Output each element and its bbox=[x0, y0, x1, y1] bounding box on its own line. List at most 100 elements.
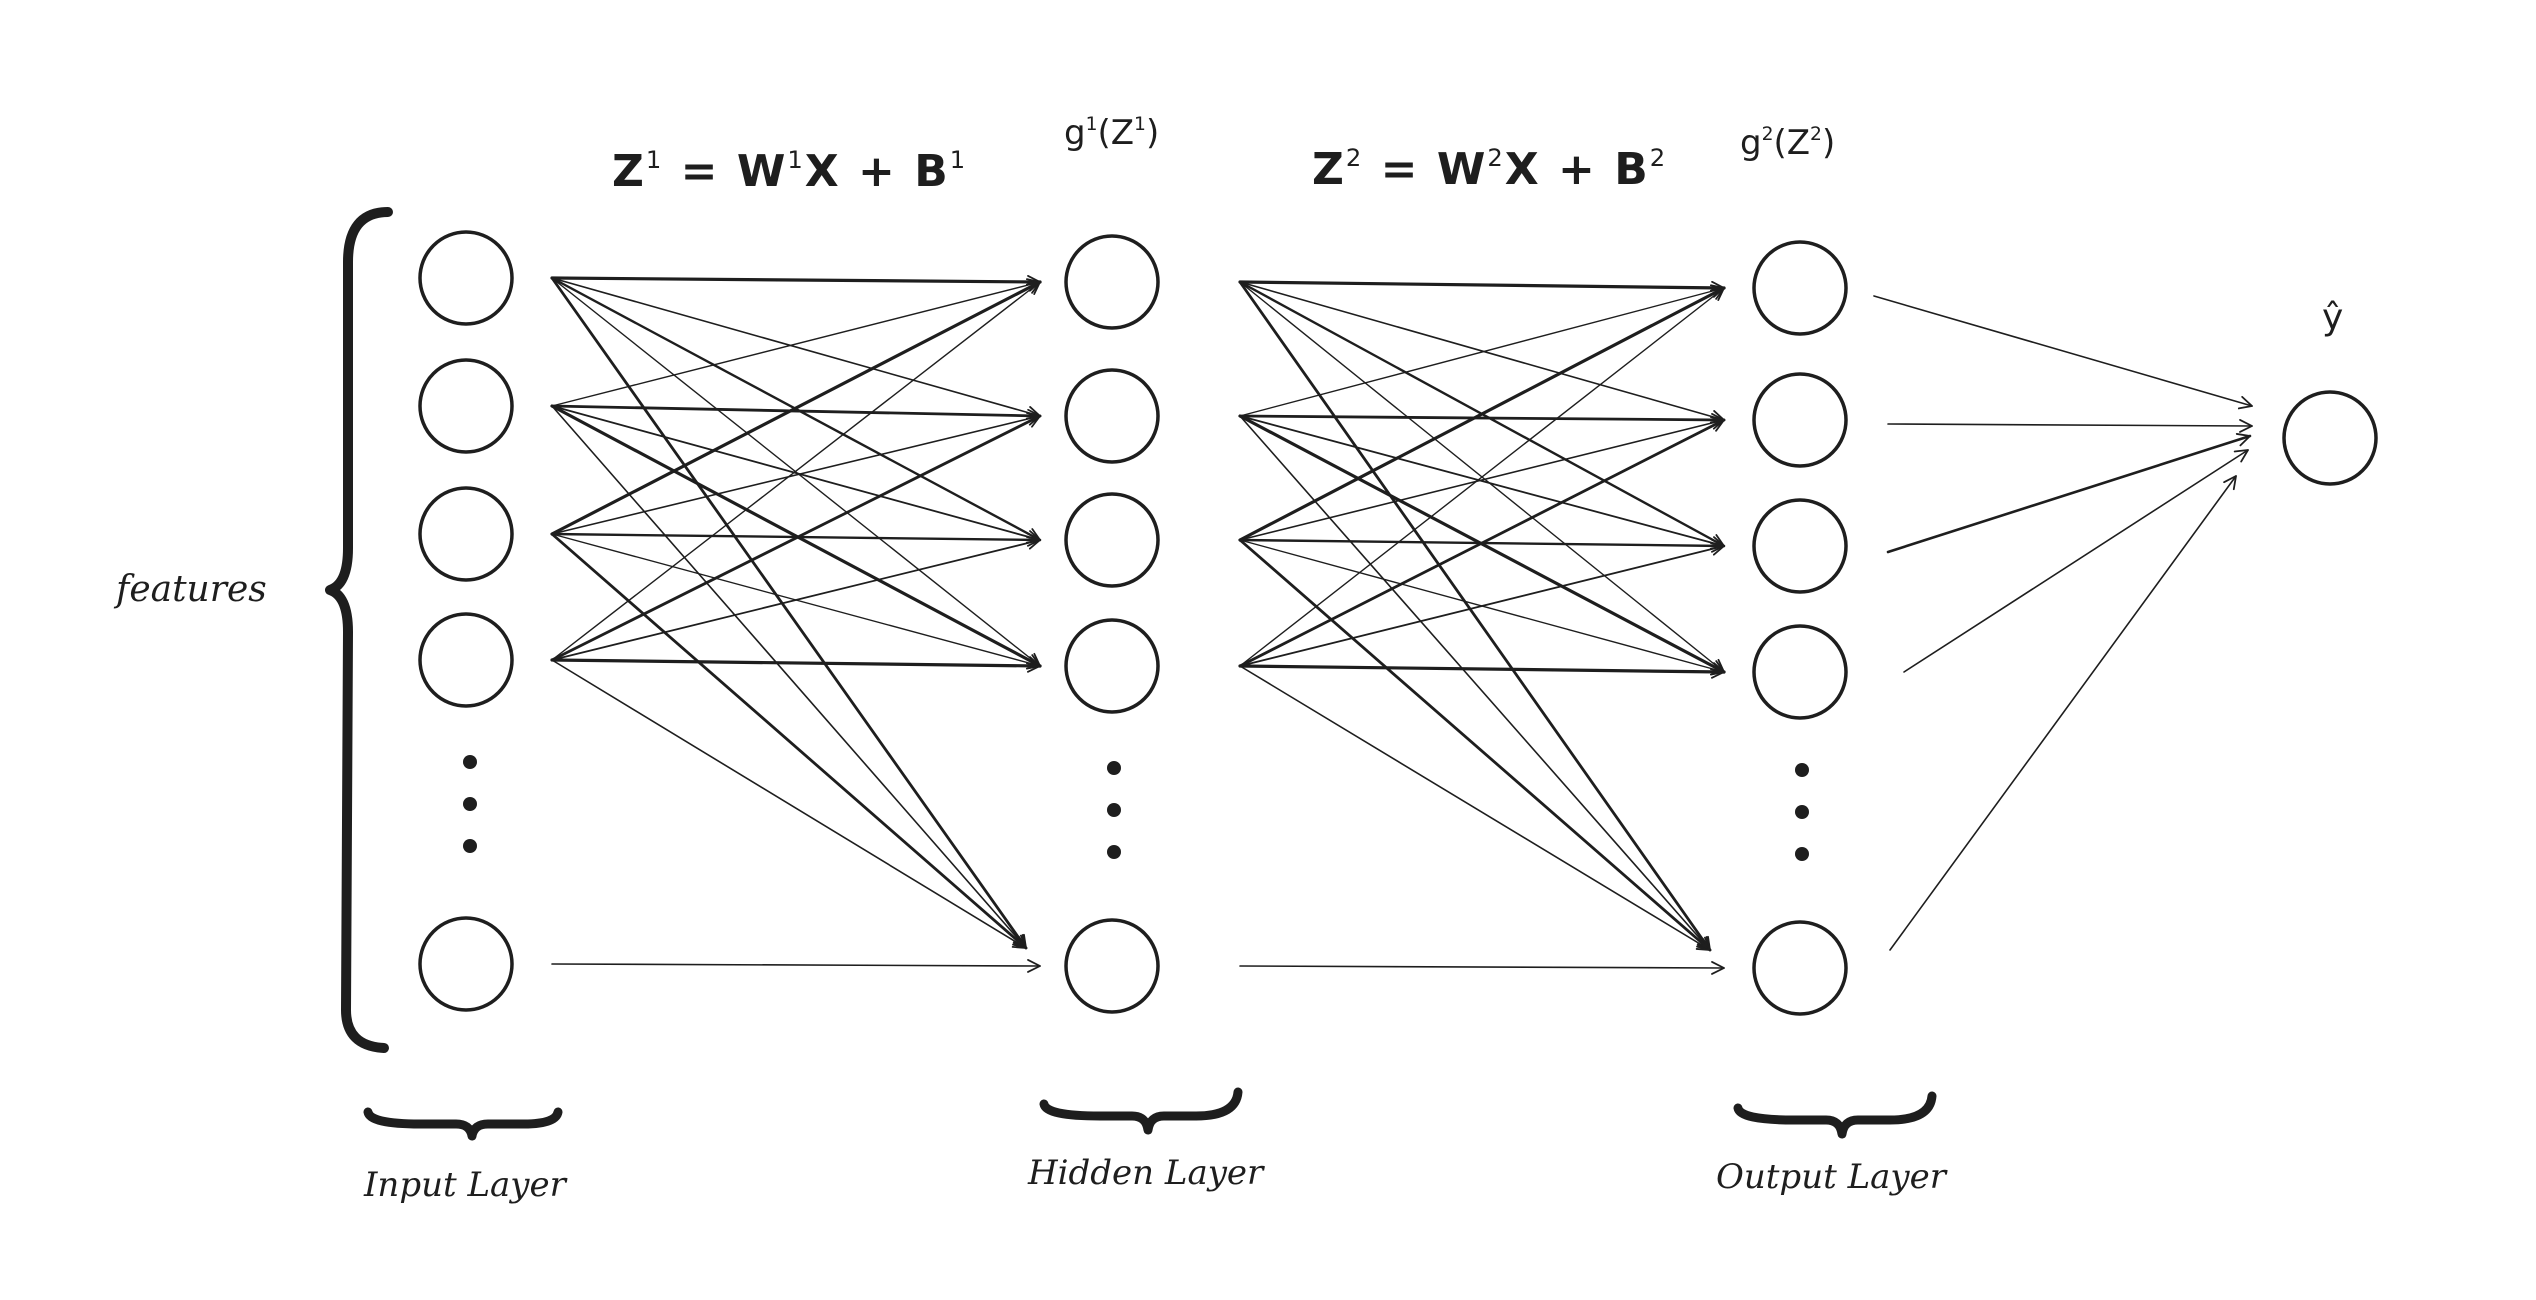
output-prediction-arrow-1 bbox=[1873, 295, 2253, 410]
eq1-b-sup: 1 bbox=[949, 145, 968, 174]
input-hidden-arrow-3-5 bbox=[550, 532, 1028, 950]
act1-z-sup: 1 bbox=[1134, 113, 1146, 135]
input-node-1 bbox=[418, 230, 514, 326]
input-hidden-arrow-3-1 bbox=[550, 280, 1042, 536]
hidden-node-4 bbox=[1064, 618, 1160, 714]
output-prediction-arrow-4 bbox=[1903, 449, 2249, 673]
input-node-4 bbox=[418, 612, 514, 708]
hidden-output-arrow-4-1 bbox=[1239, 287, 1725, 667]
hidden-output-arrow-2-2 bbox=[1238, 413, 1726, 427]
hidden-layer-label: Hidden Layer bbox=[1028, 1153, 1264, 1193]
eq2-b: B bbox=[1614, 144, 1650, 195]
output-layer-label: Output Layer bbox=[1716, 1157, 1946, 1197]
hidden-output-arrow-3-2 bbox=[1239, 416, 1725, 541]
features-label: features bbox=[116, 569, 267, 610]
hidden-output-arrow-3-5 bbox=[1238, 538, 1712, 952]
eq1-z-sup: 1 bbox=[645, 145, 664, 174]
output-node-2 bbox=[1752, 372, 1848, 468]
hidden-output-arrow-3-1 bbox=[1238, 286, 1726, 542]
input-node-2 bbox=[418, 358, 514, 454]
hidden-node-3 bbox=[1064, 492, 1160, 588]
input-hidden-arrow-2-3 bbox=[551, 405, 1041, 544]
eq2-x-plus: X + bbox=[1504, 144, 1615, 195]
hidden-output-arrow-2-5 bbox=[1239, 415, 1711, 951]
act1-g-sup: 1 bbox=[1085, 113, 1098, 135]
input-ellipsis-dot-1 bbox=[463, 755, 477, 769]
output-node-3 bbox=[1752, 498, 1848, 594]
eq1-w-sup: 1 bbox=[787, 145, 805, 174]
output-node-4 bbox=[1752, 624, 1848, 720]
hidden-output-arrow-4-5 bbox=[1239, 665, 1711, 951]
eq1-w: W bbox=[736, 146, 788, 197]
network-nodes bbox=[418, 230, 2378, 1016]
eq1-b: B bbox=[914, 146, 950, 197]
hidden-output-arrow-2-3 bbox=[1239, 415, 1725, 550]
act2-g-sup: 2 bbox=[1761, 123, 1774, 145]
prediction-label: ŷ bbox=[2322, 297, 2344, 338]
input-hidden-arrow-4-3 bbox=[551, 536, 1041, 661]
input-hidden-arrow-3-2 bbox=[551, 412, 1041, 535]
eq2-equals: = bbox=[1363, 144, 1437, 195]
input-hidden-arrow-4-5 bbox=[551, 659, 1027, 949]
hidden-output-arrow-1-2 bbox=[1239, 281, 1725, 424]
output-prediction-arrow-5 bbox=[1889, 475, 2237, 951]
act2-g: g bbox=[1740, 123, 1762, 163]
hidden-output-arrow-5-5 bbox=[1239, 961, 1725, 975]
act2-close: ) bbox=[1821, 123, 1836, 163]
output-layer-brace bbox=[1733, 1091, 1937, 1139]
hidden-output-arrow-1-1 bbox=[1238, 280, 1726, 295]
output-ellipsis-dot-3 bbox=[1795, 847, 1809, 861]
eq2-w: W bbox=[1436, 144, 1488, 195]
input-hidden-arrow-4-2 bbox=[550, 414, 1042, 662]
input-hidden-arrow-5-5 bbox=[551, 959, 1041, 973]
act1-open: (Z bbox=[1097, 113, 1135, 153]
eq2-w-sup: 2 bbox=[1487, 143, 1505, 172]
output-ellipsis-dot-1 bbox=[1795, 763, 1809, 777]
output-node-5 bbox=[1752, 920, 1848, 1016]
hidden-ellipsis-dot-2 bbox=[1107, 803, 1121, 817]
input-hidden-arrow-1-5 bbox=[550, 276, 1028, 950]
output-ellipsis-dot-2 bbox=[1795, 805, 1809, 819]
eq1-x-plus: X + bbox=[804, 146, 915, 197]
act1-g: g bbox=[1064, 113, 1086, 153]
input-hidden-arrow-2-5 bbox=[551, 405, 1027, 949]
input-hidden-arrow-2-1 bbox=[551, 278, 1041, 407]
input-layer-label: Input Layer bbox=[364, 1165, 566, 1205]
input-hidden-arrow-4-1 bbox=[551, 281, 1041, 661]
features-brace bbox=[325, 207, 393, 1053]
output-activation-label: g2(Z2) bbox=[1740, 123, 1836, 163]
hidden-activation-label: g1(Z1) bbox=[1064, 113, 1160, 153]
connection-arrows bbox=[550, 275, 2253, 975]
input-ellipsis-dot-3 bbox=[463, 839, 477, 853]
hidden-output-arrow-4-2 bbox=[1238, 418, 1726, 668]
output-prediction-arrow-2 bbox=[1887, 419, 2253, 433]
eq2-z: Z bbox=[1312, 144, 1346, 195]
hidden-node-2 bbox=[1064, 368, 1160, 464]
hidden-output-arrow-1-5 bbox=[1238, 280, 1712, 952]
hidden-output-arrow-2-1 bbox=[1239, 284, 1725, 417]
act2-open: (Z bbox=[1773, 123, 1811, 163]
input-node-3 bbox=[418, 486, 514, 582]
prediction-node bbox=[2282, 390, 2378, 486]
input-ellipsis-dot-2 bbox=[463, 797, 477, 811]
act1-close: ) bbox=[1145, 113, 1160, 153]
input-hidden-arrow-1-1 bbox=[550, 275, 1042, 289]
input-hidden-arrow-1-2 bbox=[551, 277, 1041, 420]
input-hidden-arrow-4-4 bbox=[550, 658, 1042, 673]
layer1-equation: Z1 = W1X + B1 bbox=[612, 148, 967, 194]
ellipsis-dots bbox=[463, 755, 1809, 861]
input-node-5 bbox=[418, 916, 514, 1012]
act2-z-sup: 2 bbox=[1810, 123, 1822, 145]
hidden-ellipsis-dot-1 bbox=[1107, 761, 1121, 775]
eq2-b-sup: 2 bbox=[1649, 143, 1668, 172]
layer2-equation: Z2 = W2X + B2 bbox=[1312, 146, 1667, 192]
input-layer-brace bbox=[363, 1107, 563, 1141]
output-prediction-arrow-3 bbox=[1886, 433, 2252, 554]
hidden-output-arrow-4-4 bbox=[1238, 664, 1726, 679]
eq2-z-sup: 2 bbox=[1345, 143, 1364, 172]
hidden-node-1 bbox=[1064, 234, 1160, 330]
hidden-layer-brace bbox=[1039, 1087, 1243, 1135]
eq1-z: Z bbox=[612, 146, 646, 197]
input-hidden-arrow-1-4 bbox=[551, 277, 1041, 667]
